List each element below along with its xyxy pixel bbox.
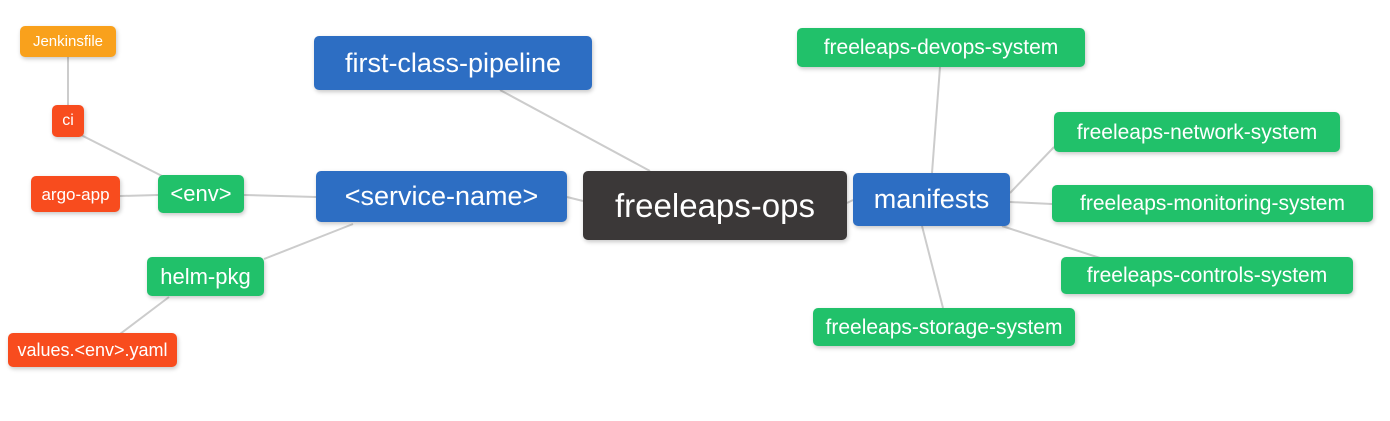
edge-manifests-monitoring bbox=[1009, 201, 1053, 205]
node-env[interactable]: <env> bbox=[158, 175, 244, 213]
edge-env-service-name bbox=[243, 194, 317, 198]
node-service-name[interactable]: <service-name> bbox=[316, 171, 567, 222]
node-freeleaps-monitoring-system[interactable]: freeleaps-monitoring-system bbox=[1052, 185, 1373, 222]
node-jenkinsfile[interactable]: Jenkinsfile bbox=[20, 26, 116, 57]
node-freeleaps-controls-system[interactable]: freeleaps-controls-system bbox=[1061, 257, 1353, 294]
node-freeleaps-ops-root[interactable]: freeleaps-ops bbox=[583, 171, 847, 240]
node-first-class-pipeline[interactable]: first-class-pipeline bbox=[314, 36, 592, 90]
node-values-env-yaml[interactable]: values.<env>.yaml bbox=[8, 333, 177, 367]
node-freeleaps-devops-system[interactable]: freeleaps-devops-system bbox=[797, 28, 1085, 67]
node-freeleaps-storage-system[interactable]: freeleaps-storage-system bbox=[813, 308, 1075, 346]
node-helm-pkg[interactable]: helm-pkg bbox=[147, 257, 264, 296]
edge-argo-app-env bbox=[119, 194, 159, 197]
node-argo-app[interactable]: argo-app bbox=[31, 176, 120, 212]
edge-manifests-devops bbox=[931, 66, 941, 174]
edge-ci-env bbox=[78, 133, 163, 177]
node-manifests[interactable]: manifests bbox=[853, 173, 1010, 226]
node-freeleaps-network-system[interactable]: freeleaps-network-system bbox=[1054, 112, 1340, 152]
node-ci[interactable]: ci bbox=[52, 105, 84, 137]
edge-service-name-root bbox=[566, 196, 584, 202]
edge-manifests-controls bbox=[1001, 225, 1101, 259]
edge-values-yaml-helm-pkg bbox=[119, 296, 170, 335]
edge-pipeline-root bbox=[499, 89, 651, 172]
edge-helm-pkg-service-name bbox=[263, 223, 354, 260]
edge-manifests-network bbox=[1009, 146, 1055, 194]
edge-manifests-storage bbox=[921, 225, 944, 309]
